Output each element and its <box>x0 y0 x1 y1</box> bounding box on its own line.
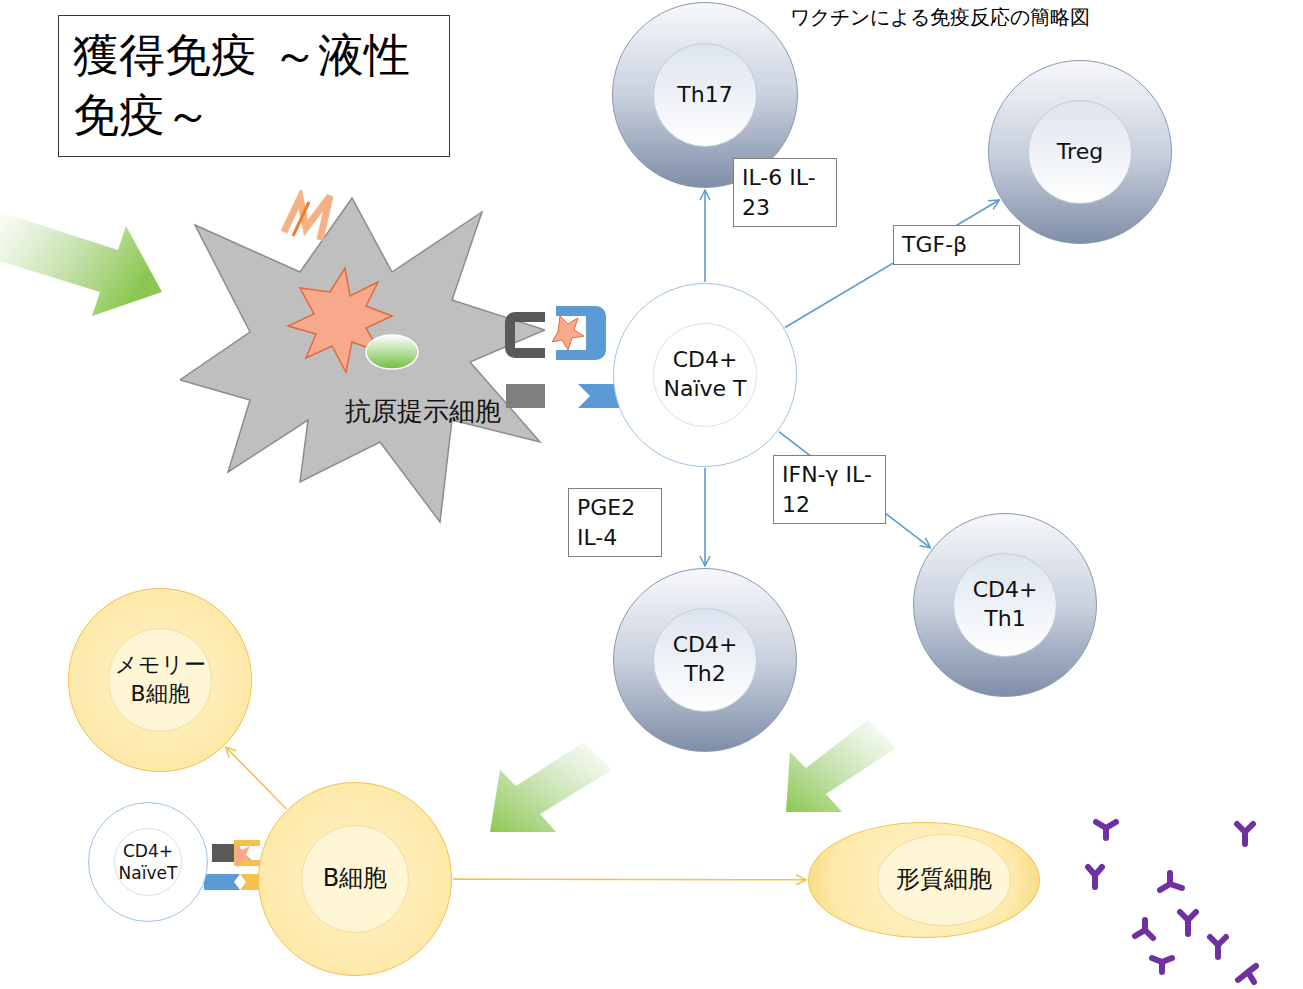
hint-arrow <box>0 212 162 316</box>
cell-label: Th17 <box>677 81 732 110</box>
cytokine-label: TGF-β <box>893 225 1020 265</box>
cell-nucleus <box>108 628 211 731</box>
cell-label: CD4+ NaïveT <box>112 840 184 884</box>
cell-label: CD4+ Th2 <box>660 631 750 688</box>
cell-label: B細胞 <box>323 863 387 894</box>
treg-cell: Treg <box>988 60 1172 244</box>
memory-b-cell: メモリー B細胞 <box>68 588 252 772</box>
connector-arrow <box>453 878 806 880</box>
caption-label: ワクチンによる免疫反応の簡略図 <box>790 4 1090 31</box>
cytokine-label: IFN-γ IL-12 <box>773 455 886 524</box>
connector-arrow <box>704 190 706 282</box>
naive-t-cell: CD4+ NaïveT <box>88 802 208 922</box>
antibodies <box>1088 822 1256 982</box>
cell-label: CD4+ Naïve T <box>660 346 750 403</box>
hint-arrow <box>490 742 612 832</box>
connector-arrow <box>226 747 287 809</box>
title: 獲得免疫 ～液性免疫～ <box>58 15 450 157</box>
b-cell: B細胞 <box>258 782 452 976</box>
th1-cell: CD4+ Th1 <box>913 513 1097 697</box>
cytokine-label: PGE2 IL-4 <box>568 488 662 557</box>
cell-nucleus <box>653 323 756 426</box>
antigen-presenting-cell: 抗原提示細胞 <box>180 190 545 525</box>
naive-t-cell: CD4+ Naïve T <box>613 283 797 467</box>
th2-cell: CD4+ Th2 <box>613 568 797 752</box>
cell-nucleus <box>114 828 181 895</box>
cell-nucleus <box>953 553 1056 656</box>
cell-label: 形質細胞 <box>896 864 992 895</box>
cell-label: CD4+ Th1 <box>960 576 1050 633</box>
connector-arrow <box>704 468 706 566</box>
cell-nucleus <box>653 608 756 711</box>
plasma-cell: 形質細胞 <box>808 822 1040 938</box>
cell-label: 抗原提示細胞 <box>345 395 501 429</box>
cell-outline <box>180 190 545 525</box>
hint-arrow <box>786 720 896 812</box>
cell-label: メモリー B細胞 <box>114 651 206 708</box>
cytokine-label: IL-6 IL-23 <box>733 158 837 227</box>
cell-label: Treg <box>1057 138 1103 167</box>
